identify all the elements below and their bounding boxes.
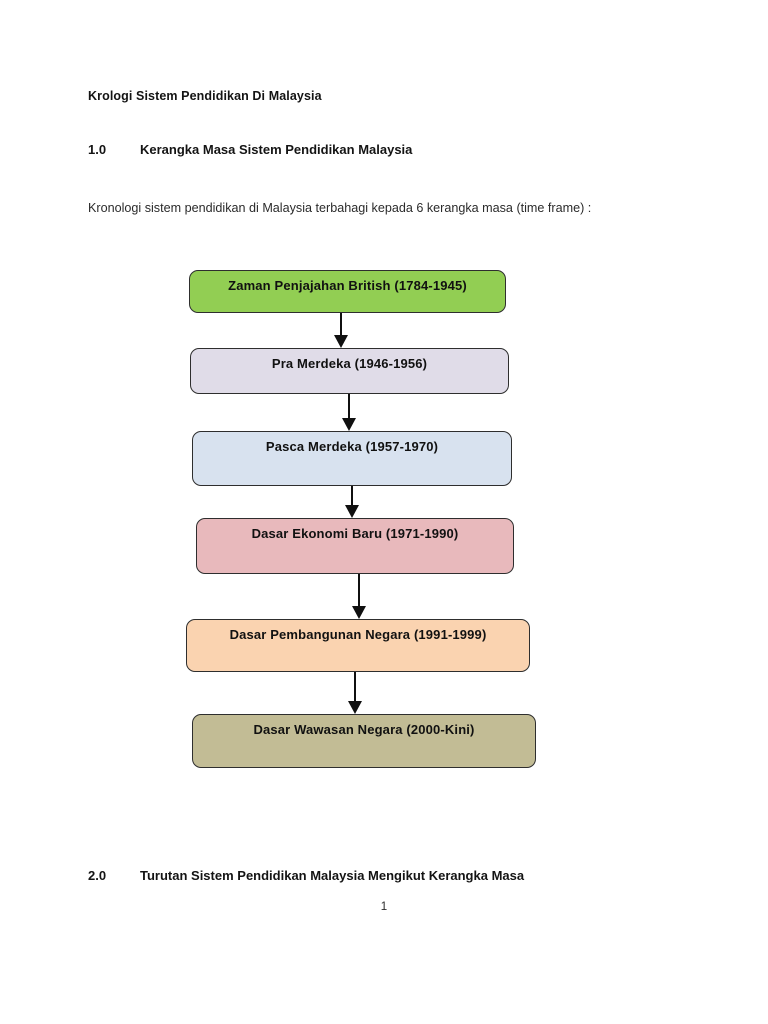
section-title-2: Turutan Sistem Pendidikan Malaysia Mengi… <box>140 868 525 883</box>
arrow-stem <box>347 394 351 418</box>
arrow-head-icon <box>345 505 359 518</box>
arrow-3-to-4 <box>340 486 364 518</box>
flow-node-5[interactable]: Dasar Pembangunan Negara (1991-1999) <box>186 619 530 672</box>
flow-node-2[interactable]: Pra Merdeka (1946-1956) <box>190 348 509 394</box>
section-heading-2: 2.0 Turutan Sistem Pendidikan Malaysia Me… <box>88 868 524 883</box>
flow-node-6[interactable]: Dasar Wawasan Negara (2000-Kini) <box>192 714 536 768</box>
section-number-1: 1.0 <box>88 142 107 157</box>
flow-node-1[interactable]: Zaman Penjajahan British (1784-1945) <box>189 270 506 313</box>
arrow-stem <box>350 486 354 505</box>
page-title: Krologi Sistem Pendidikan Di Malaysia <box>88 89 322 103</box>
arrow-2-to-3 <box>337 394 361 431</box>
section-number-2: 2.0 <box>88 868 107 883</box>
flow-node-label: Pasca Merdeka (1957-1970) <box>265 439 439 454</box>
flow-node-label: Zaman Penjajahan British (1784-1945) <box>228 278 467 293</box>
flow-node-label: Dasar Ekonomi Baru (1971-1990) <box>251 526 459 541</box>
arrow-head-icon <box>352 606 366 619</box>
arrow-stem <box>339 313 343 335</box>
flow-node-4[interactable]: Dasar Ekonomi Baru (1971-1990) <box>196 518 514 574</box>
arrow-4-to-5 <box>347 574 371 619</box>
flow-node-label: Dasar Wawasan Negara (2000-Kini) <box>253 722 475 737</box>
flow-node-label: Pra Merdeka (1946-1956) <box>271 356 428 371</box>
arrow-5-to-6 <box>343 672 367 714</box>
arrow-stem <box>353 672 357 701</box>
section-title-1: Kerangka Masa Sistem Pendidikan Malaysia <box>140 142 413 157</box>
arrow-head-icon <box>348 701 362 714</box>
flow-node-label: Dasar Pembangunan Negara (1991-1999) <box>229 627 487 642</box>
intro-paragraph: Kronologi sistem pendidikan di Malaysia … <box>88 201 592 215</box>
flow-node-3[interactable]: Pasca Merdeka (1957-1970) <box>192 431 512 486</box>
arrow-1-to-2 <box>329 313 353 348</box>
section-heading-1: 1.0 Kerangka Masa Sistem Pendidikan Malay… <box>88 142 412 157</box>
arrow-stem <box>357 574 361 606</box>
arrow-head-icon <box>334 335 348 348</box>
arrow-head-icon <box>342 418 356 431</box>
page-number: 1 <box>380 901 388 913</box>
